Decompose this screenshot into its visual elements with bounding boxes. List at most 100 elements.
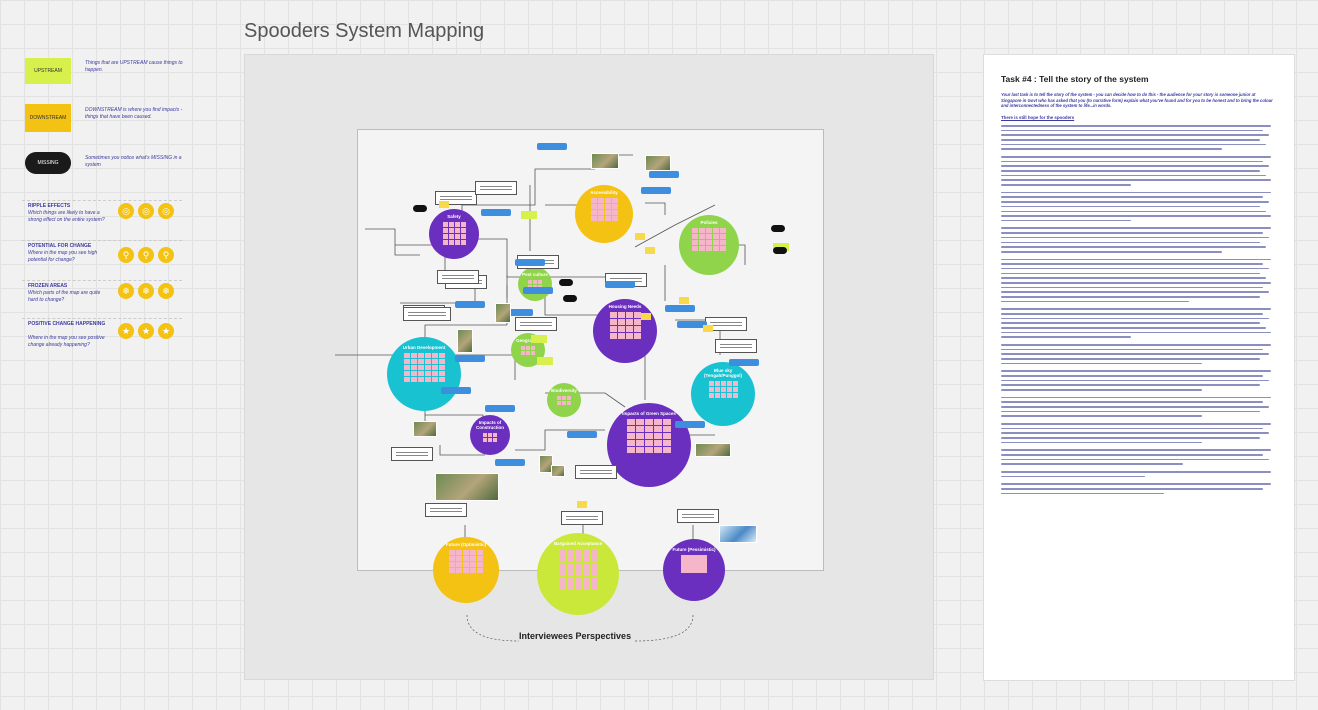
comment-box[interactable] — [403, 307, 451, 321]
star-icon[interactable]: ★ — [118, 323, 134, 339]
node-housing-needs[interactable]: Housing Needs — [593, 299, 657, 363]
comment-box[interactable] — [515, 317, 557, 331]
missing-pill[interactable] — [773, 247, 787, 254]
magnifier-icon[interactable]: ⚲ — [118, 247, 134, 263]
node-label: Impacts of Green Spaces — [622, 411, 676, 416]
blue-note[interactable] — [537, 143, 567, 150]
node-pest-culture[interactable]: Pest culture — [518, 267, 552, 301]
node-impacts-of-construction[interactable]: Impacts of Construction — [470, 415, 510, 455]
yellow-sticky[interactable] — [679, 297, 689, 304]
upstream-sticky-label: UPSTREAM — [34, 68, 62, 74]
interviewees-perspectives-label: Interviewees Perspectives — [519, 631, 632, 641]
comment-box[interactable] — [677, 509, 719, 523]
comment-box[interactable] — [561, 511, 603, 525]
snowflake-icon[interactable]: ❄ — [158, 283, 174, 299]
photo-thumbnail[interactable] — [551, 465, 565, 477]
blue-note[interactable] — [455, 355, 485, 362]
yellow-sticky[interactable] — [439, 201, 449, 208]
yellow-sticky[interactable] — [703, 325, 713, 332]
node-accessibility[interactable]: Accessibility — [575, 185, 633, 243]
node-biodiversity[interactable]: Biodiversity — [547, 383, 581, 417]
comment-box[interactable] — [705, 317, 747, 331]
blue-note[interactable] — [567, 431, 597, 438]
blue-note[interactable] — [677, 321, 707, 328]
document-paragraph — [1001, 125, 1277, 151]
snowflake-icon[interactable]: ❄ — [138, 283, 154, 299]
magnifier-icon[interactable]: ⚲ — [158, 247, 174, 263]
node-future-pessimistic[interactable]: Future (Pessimistic) — [663, 539, 725, 601]
photo-thumbnail[interactable] — [695, 443, 731, 457]
blue-note[interactable] — [485, 405, 515, 412]
node-label: Safety — [447, 214, 461, 219]
node-label: Housing Needs — [608, 304, 642, 309]
downstream-sticky[interactable]: DOWNSTREAM — [25, 104, 71, 132]
node-policies[interactable]: Policies — [679, 215, 739, 275]
photo-thumbnail[interactable] — [645, 155, 671, 171]
green-sticky[interactable] — [531, 335, 547, 343]
green-sticky[interactable] — [537, 357, 553, 365]
pessimistic-sticky[interactable] — [681, 555, 707, 574]
node-impacts-of-green-spaces[interactable]: Impacts of Green Spaces — [607, 403, 691, 487]
missing-pill-label: MISSING — [37, 160, 59, 166]
missing-pill[interactable]: MISSING — [25, 152, 71, 174]
ripple-icon[interactable]: ◎ — [138, 203, 154, 219]
blue-note[interactable] — [729, 359, 759, 366]
node-label: Blue sky (Tengah/Punggol) — [704, 368, 742, 379]
missing-pill[interactable] — [413, 205, 427, 212]
blue-note[interactable] — [495, 459, 525, 466]
comment-box[interactable] — [391, 447, 433, 461]
legend-frozen-desc: Which parts of the map are quite hard to… — [28, 290, 101, 303]
blue-note[interactable] — [455, 301, 485, 308]
blue-note[interactable] — [523, 287, 553, 294]
blue-note[interactable] — [649, 171, 679, 178]
photo-thumbnail[interactable] — [591, 153, 619, 169]
comment-box[interactable] — [715, 339, 757, 353]
comment-box[interactable] — [475, 181, 517, 195]
magnifier-icon[interactable]: ⚲ — [138, 247, 154, 263]
node-blue-sky[interactable]: Blue sky (Tengah/Punggol) — [691, 362, 755, 426]
blue-note[interactable] — [515, 259, 545, 266]
blue-note[interactable] — [481, 209, 511, 216]
yellow-sticky[interactable] — [577, 501, 587, 508]
blue-note[interactable] — [503, 309, 533, 316]
star-icon[interactable]: ★ — [158, 323, 174, 339]
system-map-frame[interactable]: Safety Accessibility Policies Pest cultu… — [244, 54, 934, 680]
snowflake-icon[interactable]: ❄ — [118, 283, 134, 299]
blue-note[interactable] — [441, 387, 471, 394]
ripple-icon[interactable]: ◎ — [118, 203, 134, 219]
photo-thumbnail[interactable] — [495, 303, 511, 323]
star-icon[interactable]: ★ — [138, 323, 154, 339]
photo-thumbnail[interactable] — [435, 473, 499, 501]
document-paragraph — [1001, 308, 1277, 339]
missing-pill[interactable] — [771, 225, 785, 232]
document-paragraph — [1001, 344, 1277, 365]
yellow-sticky[interactable] — [635, 233, 645, 240]
yellow-sticky[interactable] — [641, 313, 651, 320]
upstream-sticky[interactable]: UPSTREAM — [25, 58, 71, 84]
blue-note[interactable] — [605, 281, 635, 288]
downstream-description: DOWNSTREAM is where you find impacts - t… — [85, 107, 183, 120]
node-future-optimistic[interactable]: Future (Optimistic) — [433, 537, 499, 603]
comment-box[interactable] — [437, 270, 479, 284]
story-document[interactable]: Task #4 : Tell the story of the system Y… — [983, 54, 1295, 681]
node-urban-development[interactable]: Urban Development — [387, 337, 461, 411]
document-paragraph — [1001, 423, 1277, 444]
legend-positive-desc: Where in the map you see positive change… — [28, 335, 105, 348]
ripple-icon[interactable]: ◎ — [158, 203, 174, 219]
blue-note[interactable] — [675, 421, 705, 428]
photo-thumbnail[interactable] — [413, 421, 437, 437]
node-safety[interactable]: Safety — [429, 209, 479, 259]
green-sticky[interactable] — [521, 211, 537, 219]
comment-box[interactable] — [425, 503, 467, 517]
node-bargained-acceptance[interactable]: Bargained Acceptance — [537, 533, 619, 615]
missing-pill[interactable] — [563, 295, 577, 302]
photo-thumbnail[interactable] — [457, 329, 473, 353]
photo-thumbnail[interactable] — [719, 525, 757, 543]
blue-note[interactable] — [641, 187, 671, 194]
comment-box[interactable] — [575, 465, 617, 479]
photo-thumbnail[interactable] — [539, 455, 553, 473]
blue-note[interactable] — [665, 305, 695, 312]
legend-ripple-title: RIPPLE EFFECTS — [28, 203, 71, 209]
missing-pill[interactable] — [559, 279, 573, 286]
yellow-sticky[interactable] — [645, 247, 655, 254]
